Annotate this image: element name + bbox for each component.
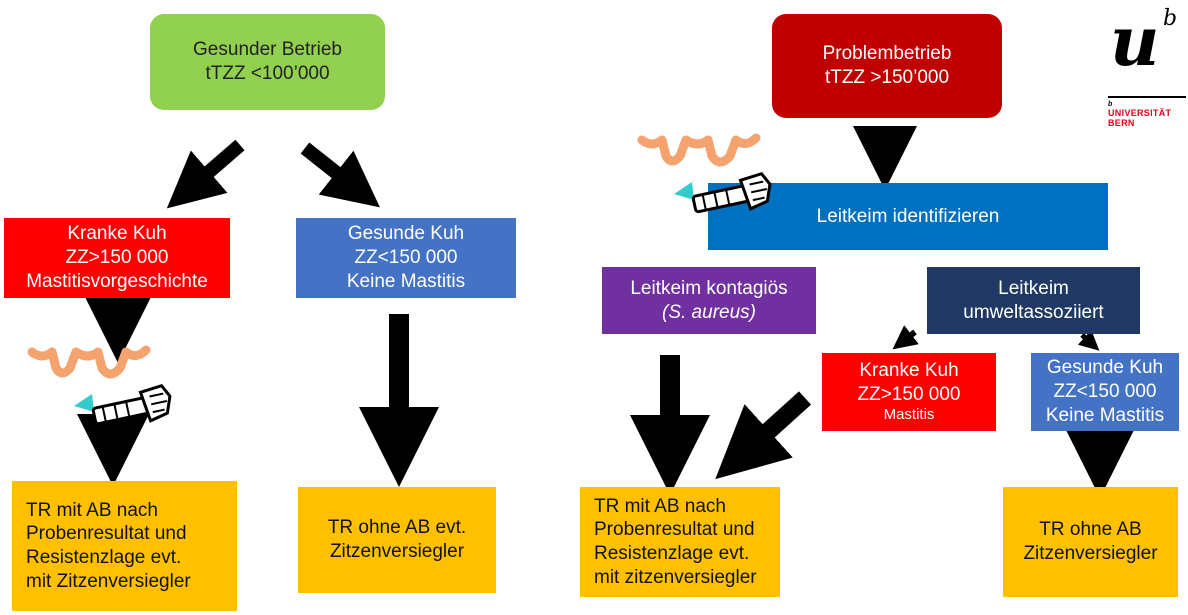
healthy-cow-scc: ZZ<150 000 — [354, 247, 458, 269]
result-ab-right-line4: mit zitzenversiegler — [594, 566, 757, 588]
sick-cow-scc: ZZ>150 000 — [65, 247, 169, 269]
healthy-farm-title: Gesunder Betrieb — [193, 39, 342, 61]
identify-germ-label: Leitkeim identifizieren — [816, 205, 1000, 227]
result-ab-line2: Probenresultat und — [26, 523, 187, 545]
result-no-ab-line1: TR ohne AB evt. — [327, 517, 467, 539]
sick-cow-box-left: Kranke Kuh ZZ>150 000 Mastitisvorgeschic… — [4, 218, 230, 298]
healthy-cow-status: Keine Mastitis — [346, 270, 466, 292]
syringe-icon-right — [674, 172, 772, 214]
contagious-title: Leitkeim kontagiös — [630, 277, 788, 299]
logo-rule — [1108, 96, 1186, 98]
arrow-top-to-sick-left — [166, 139, 245, 209]
result-ab-right-line1: TR mit AB nach — [594, 495, 726, 517]
environmental-germ-box: Leitkeim umweltassoziiert — [927, 267, 1140, 334]
healthy-farm-tzz: tTZZ <100’000 — [205, 63, 330, 84]
problem-farm-tzz: tTZZ >150’000 — [824, 67, 950, 88]
arrow-env-to-sick — [892, 325, 919, 350]
problem-farm-box: Problembetrieb tTZZ >150’000 — [772, 14, 1002, 118]
sick-cow-history: Mastitisvorgeschichte — [26, 270, 208, 292]
healthy-cow-title: Gesunde Kuh — [347, 223, 465, 245]
result-ab-right-line2: Probenresultat und — [594, 519, 755, 541]
result-ab-line3: Resistenzlage evt. — [26, 547, 182, 568]
result-ab-line4: mit Zitzenversiegler — [26, 570, 191, 592]
contagious-germ-box: Leitkeim kontagiös (S. aureus) — [602, 267, 816, 334]
logo-b: b — [1163, 6, 1178, 31]
contagious-example: (S. aureus) — [662, 301, 756, 323]
result-no-ab-right-line1: TR ohne AB — [1039, 519, 1142, 541]
result-ab-line1: TR mit AB nach — [26, 499, 158, 521]
result-no-ab-line2: Zitzenversiegler — [329, 541, 465, 562]
result-ab-box-left: TR mit AB nach Probenresultat und Resist… — [12, 481, 237, 611]
arrow-sick-to-result-right — [715, 391, 812, 480]
environmental-subtitle: umweltassoziiert — [963, 301, 1104, 323]
healthy-cow-status-right: Keine Mastitis — [1045, 404, 1165, 426]
result-ab-right-line3: Resistenzlage evt. — [594, 543, 750, 564]
result-no-ab-box-right: TR ohne AB Zitzenversiegler — [1003, 487, 1178, 597]
sick-cow-box-right: Kranke Kuh ZZ>150 000 Mastitis — [822, 353, 996, 431]
result-no-ab-right-line2: Zitzenversiegler — [1023, 543, 1158, 564]
healthy-cow-box-right: Gesunde Kuh ZZ<150 000 Keine Mastitis — [1031, 353, 1179, 431]
logo-universitat: UNIVERSITÄT — [1108, 108, 1172, 118]
result-ab-box-right: TR mit AB nach Probenresultat und Resist… — [580, 487, 780, 597]
arrow-top-to-healthy-left — [300, 142, 380, 208]
healthy-cow-scc-right: ZZ<150 000 — [1053, 381, 1157, 403]
arrow-env-to-healthy — [1077, 329, 1100, 351]
logo-small-b: b — [1108, 101, 1113, 108]
udder-icon-right — [637, 133, 761, 167]
logo-u: u — [1110, 2, 1160, 82]
syringe-icon — [74, 384, 172, 426]
sick-cow-scc-right: ZZ>150 000 — [857, 383, 961, 405]
healthy-farm-box: Gesunder Betrieb tTZZ <100’000 — [150, 14, 385, 110]
problem-farm-title: Problembetrieb — [822, 43, 952, 65]
sick-cow-title: Kranke Kuh — [67, 223, 167, 245]
environmental-title: Leitkeim — [998, 277, 1069, 299]
result-no-ab-box-left: TR ohne AB evt. Zitzenversiegler — [298, 487, 496, 593]
healthy-cow-box-left: Gesunde Kuh ZZ<150 000 Keine Mastitis — [296, 218, 516, 298]
udder-icon — [27, 345, 151, 379]
healthy-cow-title-right: Gesunde Kuh — [1046, 357, 1164, 379]
sick-cow-title-right: Kranke Kuh — [859, 359, 959, 381]
sick-cow-status-right: Mastitis — [883, 406, 935, 424]
identify-germ-box: Leitkeim identifizieren — [708, 183, 1108, 250]
logo-bern: BERN — [1108, 118, 1135, 128]
